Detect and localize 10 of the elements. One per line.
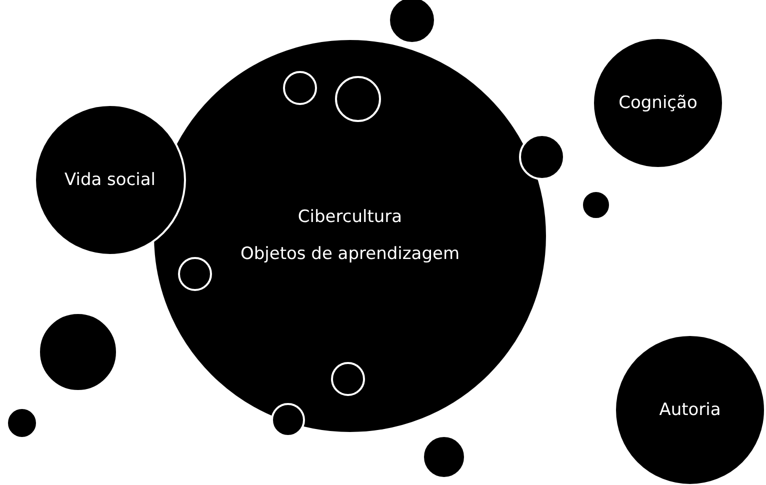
- circle-node: [283, 71, 317, 105]
- node-label: Vida social: [64, 168, 156, 192]
- node-label: Cognição: [618, 92, 698, 114]
- circle-node: [178, 257, 212, 291]
- circle-node: [335, 76, 381, 122]
- node-label: Cibercultura: [298, 206, 402, 229]
- circle-node: [331, 362, 365, 396]
- node-label: Autoria: [659, 398, 721, 422]
- circle-node: [271, 403, 305, 437]
- node-label: Objetos de aprendizagem: [240, 243, 460, 266]
